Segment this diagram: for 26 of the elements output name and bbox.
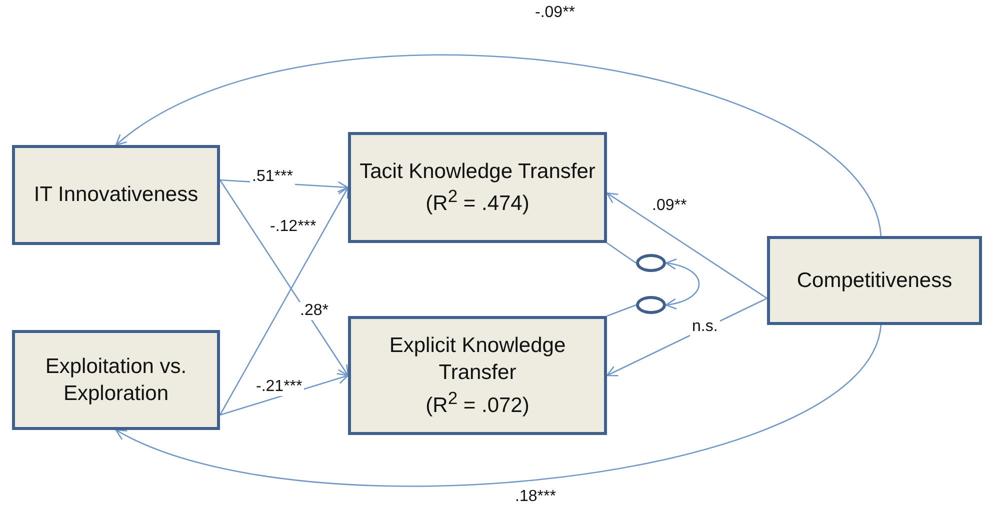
construct-box bbox=[348, 132, 607, 243]
r-squared-value: (R$^{2}$ = .474) bbox=[426, 185, 530, 217]
connector-line bbox=[606, 304, 636, 317]
arrow bbox=[219, 180, 349, 376]
path-coefficient: .28* bbox=[298, 302, 330, 320]
path-coefficient: .51*** bbox=[250, 168, 295, 186]
construct-name: IT Innovativeness bbox=[34, 182, 198, 208]
arrow bbox=[115, 54, 882, 236]
construct-name: Tacit Knowledge Transfer bbox=[360, 158, 596, 185]
construct-box bbox=[348, 316, 607, 435]
construct-box bbox=[767, 236, 982, 325]
path-coefficient: n.s. bbox=[690, 318, 720, 336]
r-squared-value: (R$^{2}$ = .072) bbox=[426, 386, 530, 419]
arrow bbox=[665, 259, 700, 309]
construct-name: Competitiveness bbox=[796, 268, 952, 294]
construct-name: Exploitation vs. Exploration bbox=[44, 354, 188, 407]
error-term-circle bbox=[636, 296, 666, 314]
error-term-circle bbox=[636, 254, 666, 272]
connector-line bbox=[606, 242, 636, 264]
path-coefficient: -.21*** bbox=[254, 378, 304, 396]
construct-box bbox=[12, 330, 220, 430]
arrow bbox=[115, 324, 882, 487]
construct-name: Explicit Knowledge Transfer bbox=[388, 333, 567, 386]
construct-box bbox=[12, 145, 220, 245]
arrow bbox=[606, 192, 768, 299]
arrow bbox=[219, 186, 349, 416]
